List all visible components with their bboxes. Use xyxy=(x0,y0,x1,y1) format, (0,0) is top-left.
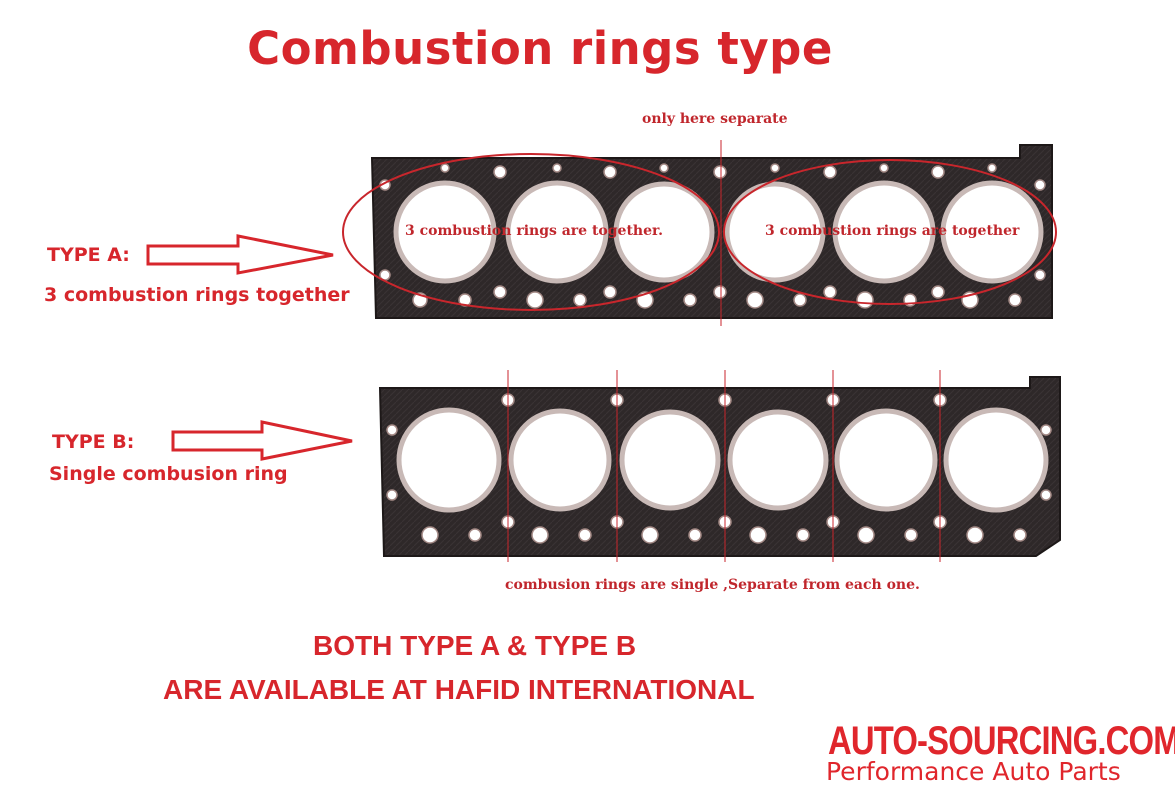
availability-line-1: BOTH TYPE A & TYPE B xyxy=(313,630,637,661)
brand-name: AUTO-SOURCING.COM xyxy=(828,719,1175,763)
type-a-description: 3 combustion rings together xyxy=(44,284,350,306)
type-b-note: combusion rings are single ,Separate fro… xyxy=(505,577,920,593)
arrow-icon-type-b xyxy=(171,420,353,461)
brand-tagline: Performance Auto Parts xyxy=(826,757,1121,786)
gasket-type-a xyxy=(342,140,1057,326)
separation-note: only here separate xyxy=(642,111,788,127)
type-a-group-right-label: 3 combustion rings are together xyxy=(765,223,1020,239)
type-b-label: TYPE B: xyxy=(52,431,135,453)
availability-line-2: ARE AVAILABLE AT HAFID INTERNATIONAL xyxy=(163,674,755,705)
type-a-group-left-label: 3 combustion rings are together. xyxy=(405,223,663,239)
gasket-type-b xyxy=(378,370,1061,562)
type-a-label: TYPE A: xyxy=(47,244,130,266)
type-b-description: Single combusion ring xyxy=(49,463,288,485)
arrow-icon-type-a xyxy=(146,234,334,275)
page-title: Combustion rings type xyxy=(247,22,833,75)
